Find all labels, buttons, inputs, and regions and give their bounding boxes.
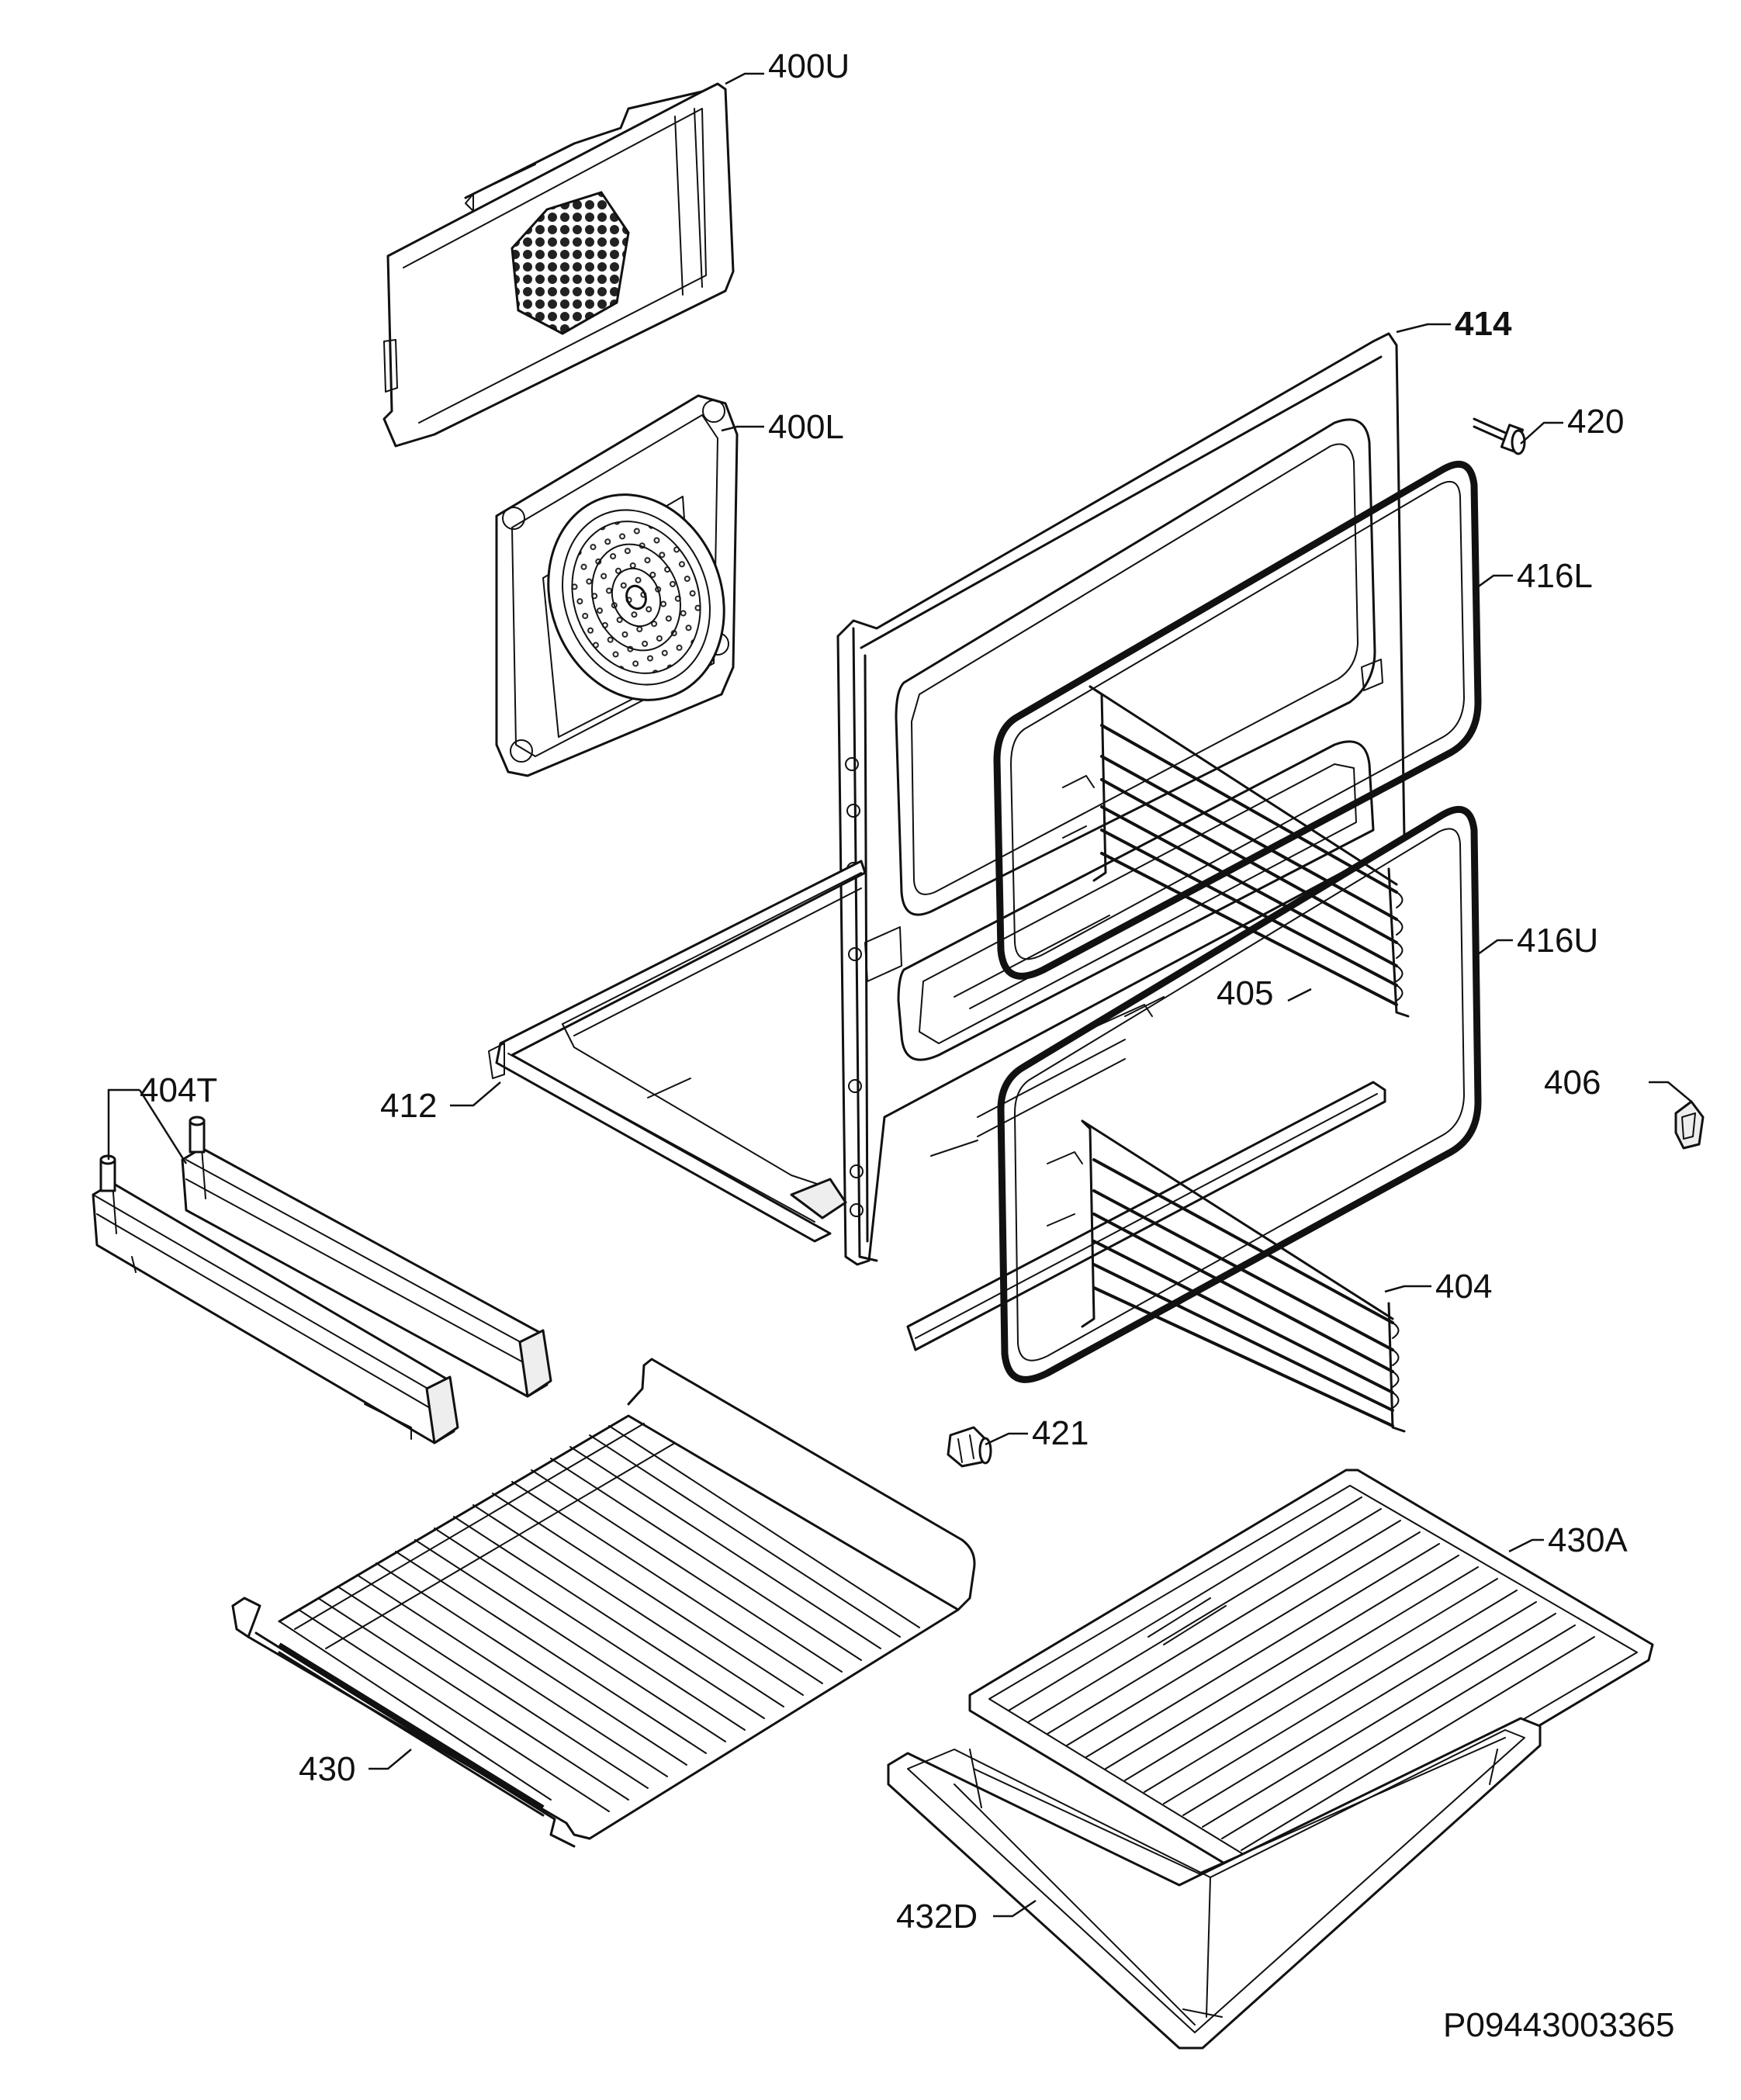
part-432D-baking-tray: [887, 1717, 1542, 2050]
label-416L: 416L: [1517, 557, 1593, 595]
part-405-upper-shelf-runner: [1062, 685, 1410, 1018]
label-430A: 430A: [1548, 1521, 1628, 1559]
label-432D: 432D: [896, 1898, 978, 1936]
label-404T: 404T: [140, 1071, 217, 1109]
label-420: 420: [1567, 403, 1624, 441]
label-414: 414: [1455, 305, 1512, 343]
part-404T-telescopic-rails: [92, 1116, 552, 1444]
part-406-clip: [1674, 1100, 1705, 1150]
part-416U-lower-gasket: [997, 805, 1482, 1383]
part-400L-fan-back-panel: [495, 394, 739, 777]
label-421: 421: [1032, 1414, 1089, 1452]
part-421-lamp-holder: [947, 1426, 992, 1468]
part-430-wire-shelf: [231, 1358, 976, 1848]
label-400U: 400U: [768, 47, 850, 85]
part-414-cavity-frame: [836, 332, 1406, 1351]
leader-lines: [107, 72, 1692, 1918]
part-430A-grill-rack: [968, 1469, 1654, 1887]
label-412: 412: [380, 1087, 437, 1125]
part-labels: 400U 400L 414 420 416L 416U 405 406 412 …: [140, 47, 1628, 1936]
label-416U: 416U: [1517, 922, 1598, 960]
part-420-screw: [1473, 417, 1526, 455]
label-405: 405: [1217, 974, 1273, 1012]
part-400U-upper-back-cover: [382, 82, 735, 448]
part-416L-upper-gasket: [993, 460, 1482, 980]
part-412-bottom-frame: [488, 860, 867, 1243]
part-404-lower-shelf-runner: [1047, 996, 1406, 1433]
document-id: P09443003365: [1443, 2006, 1675, 2044]
label-406: 406: [1544, 1064, 1601, 1102]
label-430: 430: [299, 1750, 355, 1788]
label-404: 404: [1435, 1268, 1492, 1306]
label-400L: 400L: [768, 408, 844, 446]
